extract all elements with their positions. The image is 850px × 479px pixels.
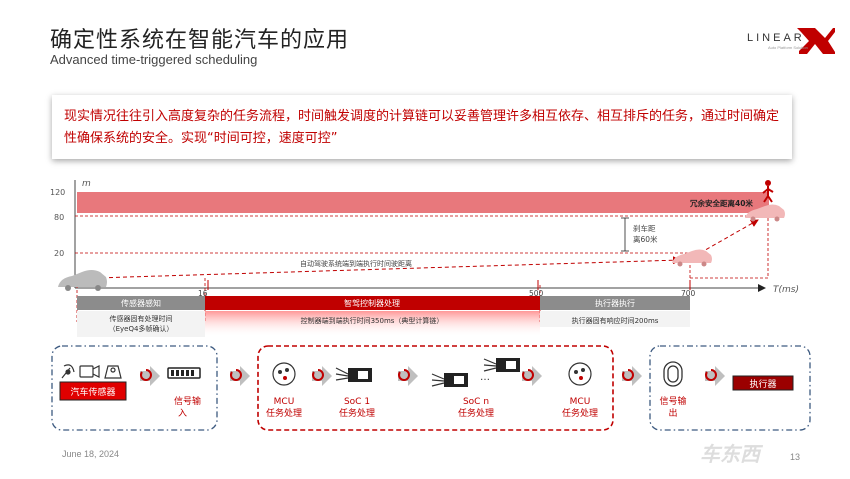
controller-stage-box bbox=[257, 345, 614, 431]
flow-arrow-icon bbox=[140, 366, 160, 386]
x-tick-16: 16 bbox=[198, 289, 208, 298]
brake-distance-label-1: 刹车距 bbox=[633, 223, 656, 233]
timeline-sensor-label: 传感器感知 bbox=[121, 298, 161, 308]
logo-wordmark: LINEAR bbox=[747, 32, 805, 44]
flow-arrow-icon bbox=[522, 366, 542, 386]
car-mid-icon bbox=[672, 249, 712, 267]
y-unit-label: m bbox=[82, 179, 91, 189]
socn-label-1: SoC n bbox=[463, 397, 489, 407]
bus-connector-icon bbox=[167, 367, 201, 379]
soc-chip-icon bbox=[335, 367, 372, 382]
flow-arrow-icon bbox=[312, 366, 332, 386]
pedestrian-icon bbox=[762, 180, 774, 203]
safety-band-label: 冗余安全距离40米 bbox=[690, 198, 753, 208]
signal-out-label-2: 出 bbox=[668, 407, 677, 419]
flow-arrow-icon bbox=[398, 366, 418, 386]
timeline-actuator-label: 执行器执行 bbox=[595, 298, 635, 308]
ellipsis: … bbox=[480, 372, 490, 383]
timing-diagram: m 120 80 20 T(ms) 冗余安全距离40米 刹车距 离60米 自动驾… bbox=[50, 179, 811, 431]
flow-arrow-icon bbox=[622, 366, 642, 386]
brake-path bbox=[699, 219, 759, 254]
y-tick-80: 80 bbox=[54, 213, 64, 222]
sensor-label: 汽车传感器 bbox=[70, 386, 115, 398]
flow-arrows bbox=[140, 366, 725, 386]
flow-arrow-icon bbox=[705, 366, 725, 386]
watermark: 车东西 bbox=[700, 442, 760, 466]
signal-in-label-2: 入 bbox=[178, 408, 187, 419]
footer-date: June 18, 2024 bbox=[62, 449, 120, 459]
x-tick-700: 700 bbox=[681, 289, 696, 298]
callout-box: 现实情况往往引入高度复杂的任务流程，时间触发调度的计算链可以妥善管理许多相互依存… bbox=[52, 95, 792, 159]
car-stop-icon bbox=[745, 204, 785, 222]
safety-band bbox=[77, 192, 769, 213]
timeline-controller-label: 智驾控制器处理 bbox=[344, 298, 400, 308]
sensor-label-box bbox=[59, 381, 127, 401]
page-title: 确定性系统在智能汽车的应用 bbox=[50, 28, 350, 53]
actuator-stage-box bbox=[649, 345, 811, 431]
mcu2-label-1: MCU bbox=[570, 397, 591, 407]
logo-tagline: Auto Platform Solution bbox=[768, 45, 808, 50]
y-tick-120: 120 bbox=[50, 188, 65, 197]
brake-distance-label-2: 离60米 bbox=[633, 234, 658, 244]
sensor-note-1: 传感器固有处理时间 bbox=[110, 314, 173, 323]
mcu1-label-2: 任务处理 bbox=[266, 407, 302, 419]
sensor-note-2: （EyeQ4多帧确认） bbox=[109, 324, 174, 333]
socn-label-2: 任务处理 bbox=[458, 407, 494, 419]
soc-chip-icon bbox=[483, 358, 520, 372]
soc1-label-1: SoC 1 bbox=[344, 397, 370, 407]
callout-text: 现实情况往往引入高度复杂的任务流程，时间触发调度的计算链可以妥善管理许多相互依存… bbox=[64, 109, 780, 146]
travel-label: 自动驾驶系统端到端执行时间驶距离 bbox=[300, 259, 412, 268]
map-icon bbox=[104, 365, 122, 379]
mcu-chip-icon bbox=[272, 362, 296, 386]
controller-gradient bbox=[205, 311, 540, 337]
controller-note: 控制器端到端执行时间350ms（典型计算链） bbox=[301, 316, 444, 325]
company-logo bbox=[745, 24, 835, 58]
x-tick-500: 500 bbox=[529, 289, 544, 298]
mcu1-label-1: MCU bbox=[274, 397, 295, 407]
actuator-note: 执行器固有响应时间200ms bbox=[572, 316, 659, 325]
timeline-sensor-bar bbox=[77, 296, 205, 310]
actuator-label-box bbox=[732, 375, 794, 391]
y-tick-20: 20 bbox=[54, 249, 64, 258]
timeline-actuator-bar bbox=[540, 296, 690, 310]
radar-icon bbox=[61, 364, 75, 379]
page-subtitle: Advanced time-triggered scheduling bbox=[50, 52, 258, 67]
timeline-controller-bar bbox=[205, 296, 540, 310]
page-number: 13 bbox=[790, 452, 801, 462]
actuator-label: 执行器 bbox=[749, 378, 776, 390]
touch-sensor-icon bbox=[663, 361, 683, 387]
car-start-icon bbox=[58, 270, 107, 291]
mcu2-label-2: 任务处理 bbox=[562, 407, 598, 419]
soc-chip-icon bbox=[431, 373, 468, 387]
signal-in-label-1: 信号输 bbox=[174, 395, 201, 407]
x-unit-label: T(ms) bbox=[773, 285, 799, 295]
flow-arrow-icon bbox=[230, 366, 250, 386]
mcu-chip-icon bbox=[568, 362, 592, 386]
sensor-stage-box bbox=[51, 345, 218, 431]
soc1-label-2: 任务处理 bbox=[339, 407, 375, 419]
camera-icon bbox=[79, 365, 100, 378]
signal-out-label-1: 信号输 bbox=[659, 395, 686, 407]
